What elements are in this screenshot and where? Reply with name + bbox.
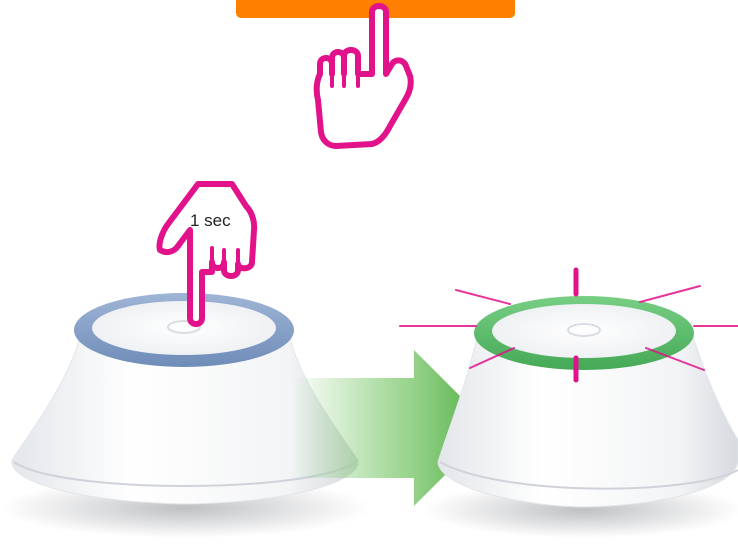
pointing-hand-icon [317, 6, 411, 146]
press-duration-label: 1 sec [190, 211, 231, 230]
device-after [423, 296, 738, 538]
